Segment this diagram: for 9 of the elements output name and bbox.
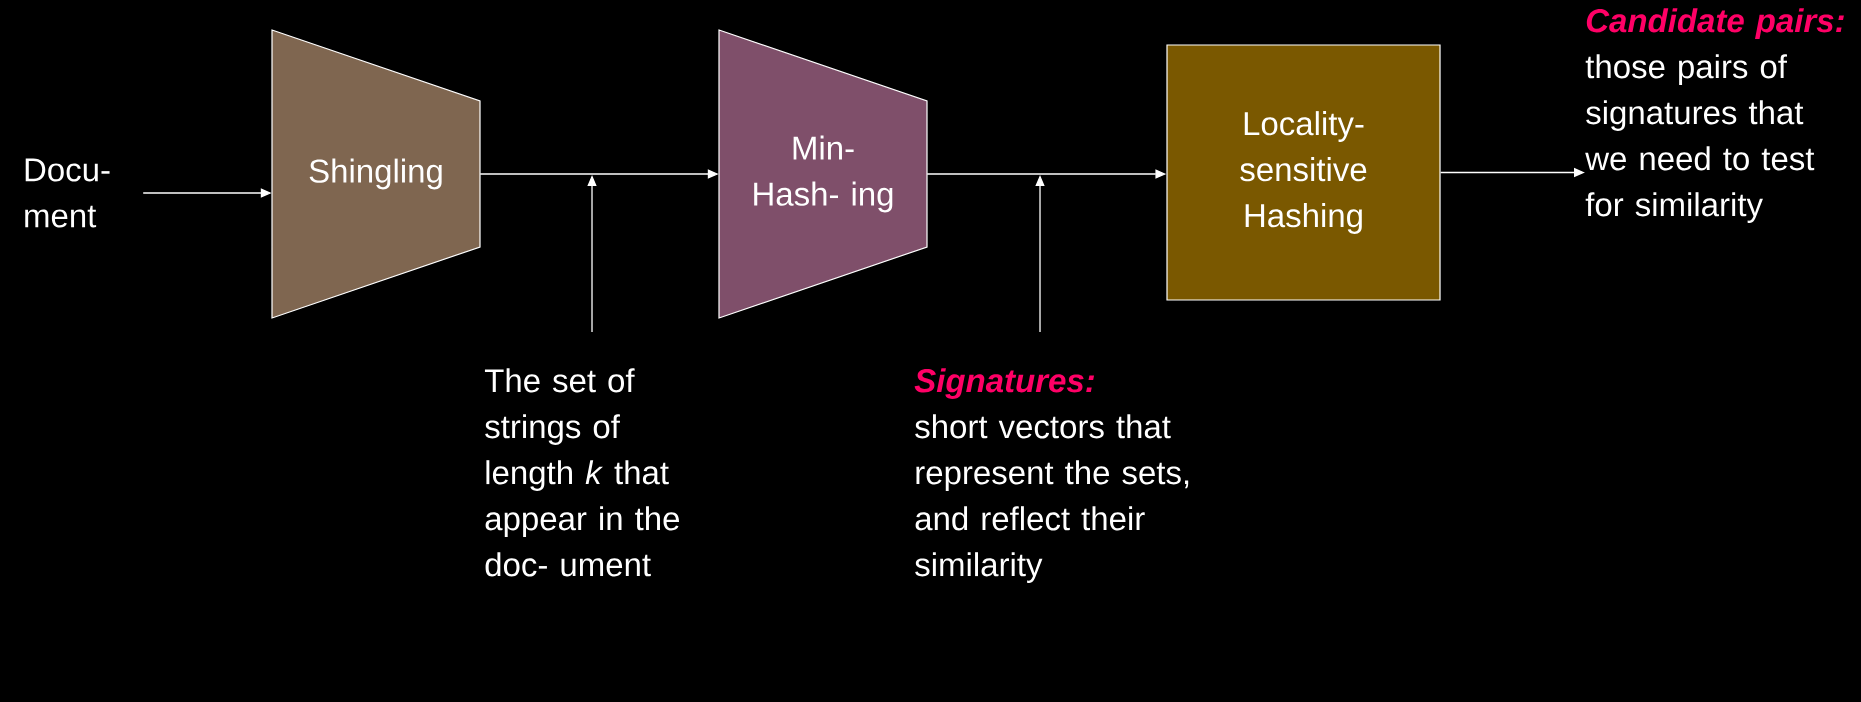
text-label: those pairs of signatures that we need to test for similarity: [1585, 54, 1815, 223]
trapezoid-block: Shingling: [271, 29, 481, 319]
text-label: short vectors that represent the sets, and reflect their similarity: [915, 414, 1189, 583]
text-label: Docu- ment: [25, 158, 110, 228]
heading: Candidate pairs:: [1586, 8, 1844, 39]
heading: Signatures:: [914, 368, 1095, 399]
trapezoid-block: Min-Hash- ing: [718, 29, 928, 319]
process-box: Locality- sensitive Hashing: [1166, 44, 1441, 301]
text-label: The set of strings of length k that appear in the doc- ument: [484, 368, 679, 577]
